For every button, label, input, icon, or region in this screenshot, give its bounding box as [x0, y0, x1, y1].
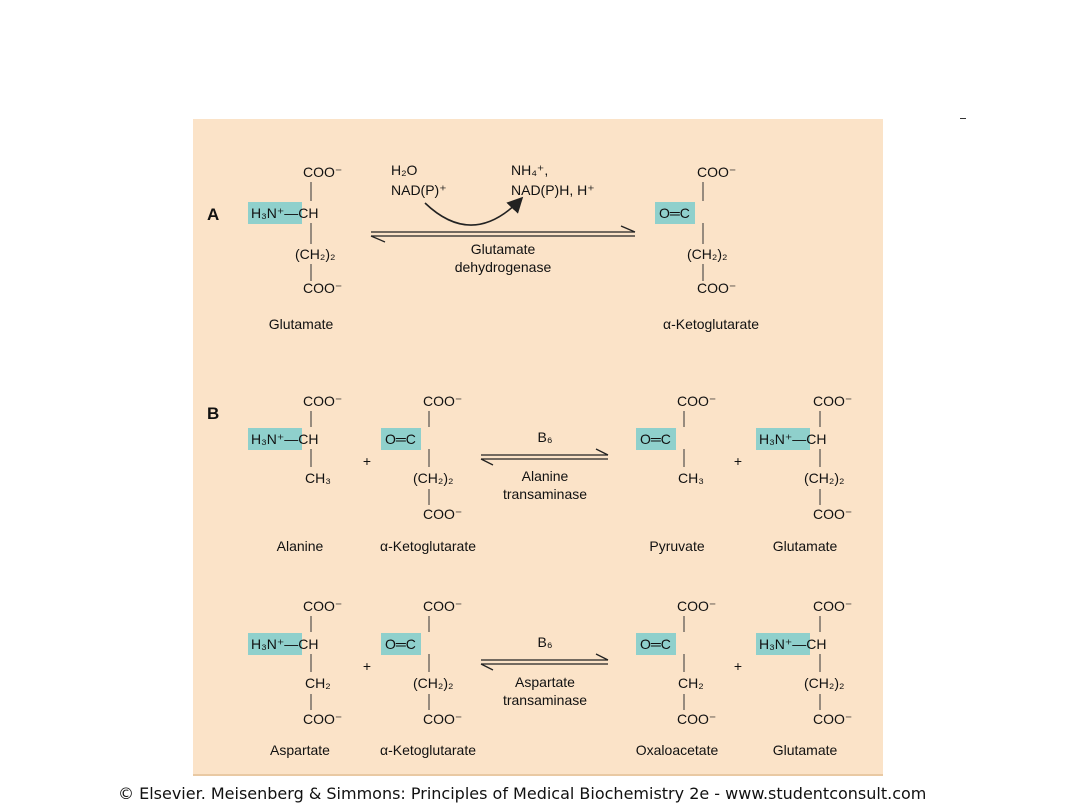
carboxylate-label: COO⁻ [813, 506, 852, 522]
glutamate-structure-b1: COO⁻ H₃N⁺—CH (CH₂)₂ COO⁻ [756, 393, 852, 522]
methylene-label: CH₂ [305, 675, 331, 691]
methyl-label: CH₃ [678, 470, 704, 486]
cofactor-b6-label: B₆ [538, 634, 553, 650]
panel-a-label: A [207, 205, 219, 224]
glutamate-structure-b2: COO⁻ H₃N⁺—CH (CH₂)₂ COO⁻ [756, 598, 852, 727]
glutamate-name-a: Glutamate [269, 316, 334, 332]
amine-highlight [248, 428, 302, 450]
reversible-arrow-a [370, 196, 636, 243]
carboxylate-label: COO⁻ [677, 393, 716, 409]
ch2-chain-label: (CH₂)₂ [413, 675, 453, 691]
alanine-name: Alanine [277, 538, 324, 554]
carboxylate-label: COO⁻ [697, 164, 736, 180]
keto-group-label: O═C [640, 636, 671, 652]
oxaloacetate-name: Oxaloacetate [636, 742, 719, 758]
keto-highlight [381, 633, 421, 655]
keto-highlight [636, 428, 676, 450]
enzyme-label-line2: transaminase [503, 692, 587, 708]
ketoglutarate-structure-b1: COO⁻ O═C (CH₂)₂ COO⁻ [381, 393, 462, 522]
carboxylate-label: COO⁻ [303, 711, 342, 727]
panel-b-label: B [207, 404, 219, 423]
ch2-chain-label: (CH₂)₂ [687, 246, 727, 262]
ch2-chain-label: (CH₂)₂ [804, 675, 844, 691]
amine-highlight [248, 633, 302, 655]
ketoglutarate-name-b1: α-Ketoglutarate [380, 538, 476, 554]
stray-dash-mark [960, 118, 966, 119]
keto-highlight [655, 202, 695, 224]
amine-group-label: H₃N⁺—CH [251, 205, 319, 221]
ketoglutarate-name-a: α-Ketoglutarate [663, 316, 759, 332]
carboxylate-label: COO⁻ [677, 711, 716, 727]
enzyme-label-line1: Alanine [522, 468, 569, 484]
water-label: H₂O [391, 162, 418, 178]
carboxylate-label: COO⁻ [677, 598, 716, 614]
reversible-arrow-b2 [480, 653, 609, 671]
ch2-chain-label: (CH₂)₂ [413, 470, 453, 486]
aspartate-name: Aspartate [270, 742, 330, 758]
carboxylate-label: COO⁻ [423, 711, 462, 727]
carboxylate-label: COO⁻ [303, 598, 342, 614]
enzyme-label-line1: Aspartate [515, 674, 575, 690]
reaction-diagram: A COO⁻ H₃N⁺—CH (CH₂)₂ COO⁻ Glutamate H₂O… [207, 162, 852, 758]
keto-group-label: O═C [640, 431, 671, 447]
carboxylate-label: COO⁻ [697, 280, 736, 296]
carboxylate-label: COO⁻ [813, 393, 852, 409]
amine-group-label: H₃N⁺—CH [251, 636, 319, 652]
keto-highlight [381, 428, 421, 450]
ammonium-label: NH₄⁺, [511, 162, 548, 178]
cofactor-b6-label: B₆ [538, 429, 553, 445]
pyruvate-name: Pyruvate [649, 538, 704, 554]
methyl-label: CH₃ [305, 470, 331, 486]
amine-group-label: H₃N⁺—CH [759, 636, 827, 652]
nadph-label: NAD(P)H, H⁺ [511, 182, 595, 198]
glutamate-name-b2: Glutamate [773, 742, 838, 758]
ch2-chain-label: (CH₂)₂ [804, 470, 844, 486]
amine-group-label: H₃N⁺—CH [251, 431, 319, 447]
carboxylate-label: COO⁻ [423, 598, 462, 614]
ch2-chain-label: (CH₂)₂ [295, 246, 335, 262]
aspartate-structure: COO⁻ H₃N⁺—CH CH₂ COO⁻ [248, 598, 342, 727]
enzyme-label-line2: transaminase [503, 486, 587, 502]
carboxylate-label: COO⁻ [423, 506, 462, 522]
plus-sign: + [363, 658, 371, 674]
ketoglutarate-structure-b2: COO⁻ O═C (CH₂)₂ COO⁻ [381, 598, 462, 727]
oxaloacetate-structure: COO⁻ O═C CH₂ COO⁻ [636, 598, 716, 727]
amine-highlight [248, 202, 302, 224]
carboxylate-label: COO⁻ [303, 164, 342, 180]
carboxylate-label: COO⁻ [813, 711, 852, 727]
keto-group-label: O═C [385, 431, 416, 447]
glutamate-structure-a: COO⁻ H₃N⁺—CH (CH₂)₂ COO⁻ [248, 164, 342, 296]
plus-sign: + [363, 453, 371, 469]
amine-highlight [756, 428, 810, 450]
carboxylate-label: COO⁻ [813, 598, 852, 614]
amine-group-label: H₃N⁺—CH [759, 431, 827, 447]
keto-group-label: O═C [385, 636, 416, 652]
ketoglutarate-name-b2: α-Ketoglutarate [380, 742, 476, 758]
enzyme-label-line2: dehydrogenase [455, 259, 552, 275]
ketoglutarate-structure-a: COO⁻ O═C (CH₂)₂ COO⁻ [655, 164, 736, 296]
carboxylate-label: COO⁻ [423, 393, 462, 409]
plus-sign: + [734, 658, 742, 674]
reversible-arrow-b1 [480, 448, 609, 466]
reaction-figure: A COO⁻ H₃N⁺—CH (CH₂)₂ COO⁻ Glutamate H₂O… [193, 119, 883, 776]
pyruvate-structure: COO⁻ O═C CH₃ [636, 393, 716, 486]
plus-sign: + [734, 453, 742, 469]
alanine-structure: COO⁻ H₃N⁺—CH CH₃ [248, 393, 342, 486]
carboxylate-label: COO⁻ [303, 280, 342, 296]
keto-highlight [636, 633, 676, 655]
carboxylate-label: COO⁻ [303, 393, 342, 409]
enzyme-label-line1: Glutamate [471, 241, 536, 257]
amine-highlight [756, 633, 810, 655]
methylene-label: CH₂ [678, 675, 704, 691]
glutamate-name-b1: Glutamate [773, 538, 838, 554]
copyright-credit: © Elsevier. Meisenberg & Simmons: Princi… [118, 784, 927, 803]
nadp-label: NAD(P)⁺ [391, 182, 447, 198]
keto-group-label: O═C [659, 205, 690, 221]
